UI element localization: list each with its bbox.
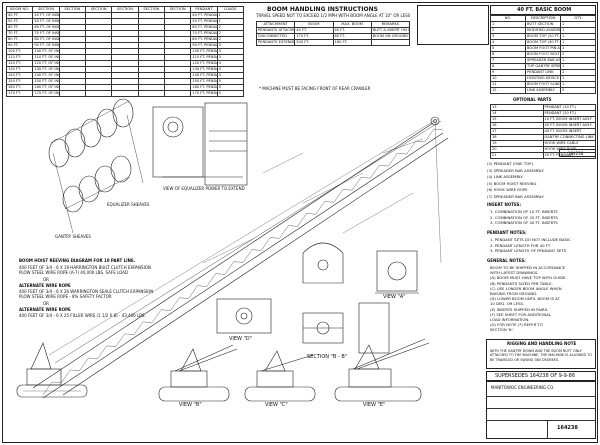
general-note-line: (B) PENDANTS SIZED PER TABLE.	[490, 280, 553, 286]
hoist-alt2-line1: 400 FEET OF 3/4 - 6 X 25 FILLER WIRE (1 …	[19, 313, 146, 318]
equalizer-view-drawing	[152, 102, 248, 186]
rigging-note-title: RIGGING AND HANDLING NOTE	[507, 341, 577, 346]
pendant-notes-title: PENDANT NOTES:	[487, 230, 527, 235]
config-title-box: 40 FT. BASIC BOOM	[490, 5, 596, 15]
general-note-line: BOOM TO BE SHIPPED IN ACCORDANCE	[490, 265, 566, 270]
optional-parts-title: OPTIONAL PARTS	[513, 97, 552, 102]
general-note-line: (A) BOOM MUST HAVE TOP WITH GUIDE.	[490, 275, 567, 281]
legend-line: (7) SPREADER BAR ASSEMBLY	[487, 193, 544, 199]
hoist-line-1: 400 FEET OF 3/4 - 6 X 19 HARRINGTON BUIL…	[19, 265, 151, 270]
pendant-note-line: 3. PENDANT LENGTH OF PENDANT SETS	[490, 248, 566, 253]
general-note-line: (G) FOR NOTE (*) REFER TO	[490, 322, 543, 328]
hoist-or-1: OR	[43, 277, 49, 282]
supersedes-text: SUPERSEDES 164238 OF 9-9-86	[495, 373, 575, 379]
gantry-sheaves-label: GANTRY SHEAVES	[55, 234, 91, 239]
general-note-line: RAISING FROM GROUND.	[490, 291, 538, 296]
revision-block	[417, 5, 489, 45]
rigging-note-box: RIGGING AND HANDLING NOTE WITH THE GANTR…	[486, 339, 596, 369]
boom-tip-head	[430, 116, 442, 264]
pendant-note-line: 2. PENDANT LENGTH FOR 40 FT.	[490, 242, 551, 248]
legend-line: (5) BOOM HOIST REEVING	[487, 180, 537, 186]
general-note-line: (F) SEE SHEET FOR ADDITIONAL	[490, 311, 551, 317]
view-d-drawing	[216, 298, 272, 334]
general-note-line: WITH LATEST DRAWINGS.	[490, 270, 539, 276]
view-c-crane	[244, 350, 316, 402]
boom-table-row: 120 FT.120 FT. OF INSERT120 FT. PENDANT4	[5, 60, 245, 67]
crane-crawler-base	[16, 342, 88, 398]
main-boom-lattice	[32, 122, 449, 399]
pendant-note-line: 1. PENDANT SETS DO NOT INCLUDE BASIC	[490, 237, 571, 242]
legend-line: (2) PENDANT (ONE TOP)	[487, 161, 533, 166]
doc-number-box-top: 164238	[559, 149, 596, 157]
title-block: MANITOWOC ENGINEERING CO. 164238	[486, 381, 596, 439]
boom-table-row: 150 FT.150 FT. OF INSERT150 FT. PENDANT5	[5, 78, 245, 85]
view-d-label: VIEW "D"	[229, 336, 253, 342]
general-note-line: LOAD INFORMATION.	[490, 317, 530, 322]
general-note-line: (E) INSERTS SHIPPED IN PAIRS.	[490, 306, 549, 312]
section-bb-drawing	[302, 302, 390, 354]
view-b-crane	[158, 344, 238, 402]
doc-number-top: 164238	[568, 151, 584, 156]
boom-drawing	[16, 98, 449, 402]
handling-title: BOOM HANDLING INSTRUCTIONS	[267, 6, 378, 13]
view-a-drawing	[302, 242, 419, 294]
company-name: MANITOWOC ENGINEERING CO.	[491, 385, 555, 390]
hoist-alt1-title: ALTERNATE WIRE ROPE	[19, 283, 71, 288]
insert-note-line: 1. COMBINATION OF 10 FT. INSERTS	[490, 209, 558, 214]
view-b-label: VIEW "B"	[179, 402, 202, 408]
legend-line: (3) SPREADER BAR ASSEMBLY	[487, 167, 544, 173]
view-a-label: VIEW "A"	[383, 294, 406, 300]
insert-notes-title: INSERT NOTES:	[487, 202, 522, 207]
boom-table-row: 170 FT.170 FT. OF INSERT170 FT. PENDANT5	[5, 90, 245, 97]
general-notes-title: GENERAL NOTES:	[487, 258, 526, 263]
legend-line: (4) LINK ASSEMBLY	[487, 174, 523, 179]
hoist-line-2: PLOW STEEL WIRE ROPE (A-7) 40,000 LBS. S…	[19, 270, 128, 275]
doc-number-bottom: 164238	[557, 425, 578, 431]
insert-note-line: 2. COMBINATION OF 20 FT. INSERTS	[490, 214, 558, 220]
boom-table-cell: 170 FT. PENDANT	[190, 90, 218, 97]
config-table-cell: 2	[560, 87, 596, 94]
general-note-line: SECTION 'B'.	[490, 327, 514, 333]
general-note-line: 10 DEG. OR LESS.	[490, 301, 525, 307]
boom-table-row: 130 FT.130 FT. OF INSERT130 FT. PENDANT4	[5, 66, 245, 73]
boom-table-cell: 170 FT. OF INSERT	[32, 90, 60, 97]
view-e-crane	[334, 338, 430, 402]
handling-table-cell	[370, 39, 411, 46]
view-e-label: VIEW "E"	[363, 402, 386, 408]
handling-subtitle: TRAVEL SPEED NOT TO EXCEED 1/2 MPH WITH …	[256, 13, 411, 18]
legend-line: (6) HOOK WIRE ROPE	[487, 187, 528, 192]
general-note-line: (D) LOWER BOOM UNTIL BOOM IS AT	[490, 296, 560, 302]
boom-table-cell: 5	[216, 90, 245, 97]
hoist-alt2-title: ALTERNATE WIRE ROPE	[19, 307, 71, 312]
hoist-or-2: OR	[43, 301, 49, 306]
hoist-alt1-line2: PLOW STEEL WIRE ROPE - 8% SAFETY FACTOR	[19, 294, 112, 299]
section-bb-label: SECTION "B - B"	[307, 354, 348, 360]
insert-note-line: 3. COMBINATION OF 40 FT. INSERTS	[490, 220, 558, 225]
hoist-alt1-line1: 400 FEET OF 3/4 - 6 X 26 WARRINGTON SEAL…	[19, 289, 154, 294]
general-note-line: (C) USE LONGER BOOM ANGLE WHEN	[490, 285, 562, 291]
boom-table-row: 60 FT.60 FT. OF INSERT60 FT. PENDANT2	[5, 24, 245, 31]
leader-lines	[202, 138, 424, 264]
hoist-diagram-title: BOOM HOIST REEVING DIAGRAM FOR 10 PART L…	[19, 258, 136, 263]
handling-footnote: * MACHINE MUST BE FACING FRONT OF REAR C…	[259, 86, 371, 91]
handling-table-cell: PENDANTS EXTENDED	[255, 39, 296, 46]
view-c-label: VIEW "C"	[265, 402, 288, 408]
equalizer-sheaves-label: EQUALIZER SHEAVES	[107, 202, 150, 207]
supersedes-box: SUPERSEDES 164238 OF 9-9-86	[486, 371, 596, 381]
gantry-sheave-drawing	[48, 98, 144, 234]
equalizer-view-label: VIEW OF EQUALIZER POWER TO EXTEND	[163, 186, 245, 191]
config-title: 40 FT. BASIC BOOM	[517, 7, 572, 13]
rigging-note-text: WITH THE GANTRY DOWN AND THE BOOM BUTT O…	[490, 349, 592, 362]
